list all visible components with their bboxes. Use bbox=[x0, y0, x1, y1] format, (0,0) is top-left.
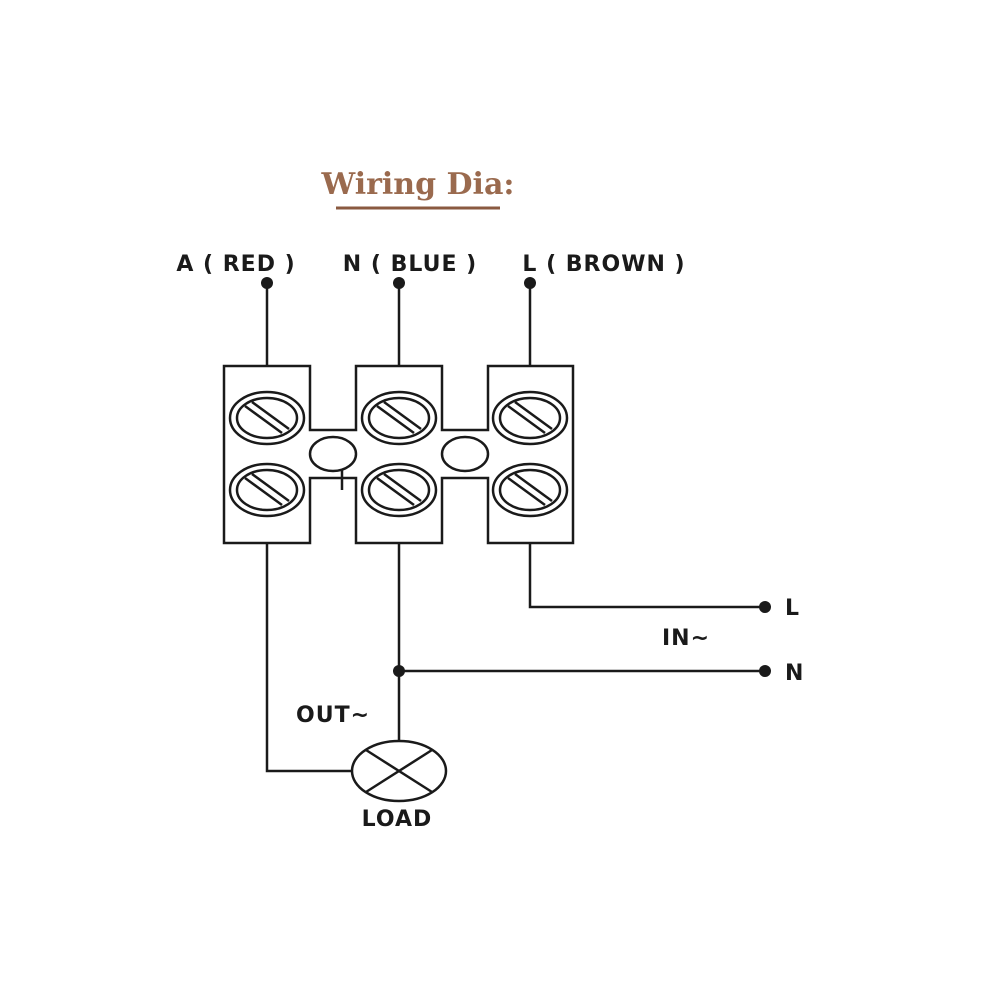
wire-label-l-brown: L ( BROWN ) bbox=[522, 252, 685, 277]
terminal-block-body bbox=[222, 364, 575, 545]
bridge-hole-left bbox=[308, 435, 358, 473]
supply-n-dot bbox=[759, 665, 771, 677]
screw-bottom-n bbox=[360, 462, 438, 518]
load-lamp-icon bbox=[350, 739, 448, 803]
diagram-title: Wiring Dia: bbox=[321, 167, 515, 202]
load-label: LOAD bbox=[362, 807, 433, 832]
wire-a-terminal-dot bbox=[261, 277, 273, 289]
output-label-out: OUT~ bbox=[296, 703, 370, 728]
supply-label-n: N bbox=[785, 661, 804, 686]
screw-top-n bbox=[360, 390, 438, 446]
wire-n-terminal-dot bbox=[393, 277, 405, 289]
wire-label-n-blue: N ( BLUE ) bbox=[343, 252, 477, 277]
terminal-block bbox=[222, 364, 575, 545]
screw-top-a bbox=[228, 390, 306, 446]
input-wires bbox=[261, 277, 536, 366]
wire-l-terminal-dot bbox=[524, 277, 536, 289]
junction-dot bbox=[393, 665, 405, 677]
screw-top-l bbox=[491, 390, 569, 446]
wire-a-load bbox=[265, 543, 352, 773]
screw-bottom-a bbox=[228, 462, 306, 518]
output-wiring bbox=[265, 543, 771, 803]
supply-label-in: IN~ bbox=[662, 626, 710, 651]
supply-l-dot bbox=[759, 601, 771, 613]
supply-label-l: L bbox=[785, 596, 800, 621]
wire-l-supply bbox=[528, 543, 765, 609]
screw-bottom-l bbox=[491, 462, 569, 518]
wire-label-a-red: A ( RED ) bbox=[176, 252, 295, 277]
bridge-hole-right bbox=[440, 435, 490, 473]
